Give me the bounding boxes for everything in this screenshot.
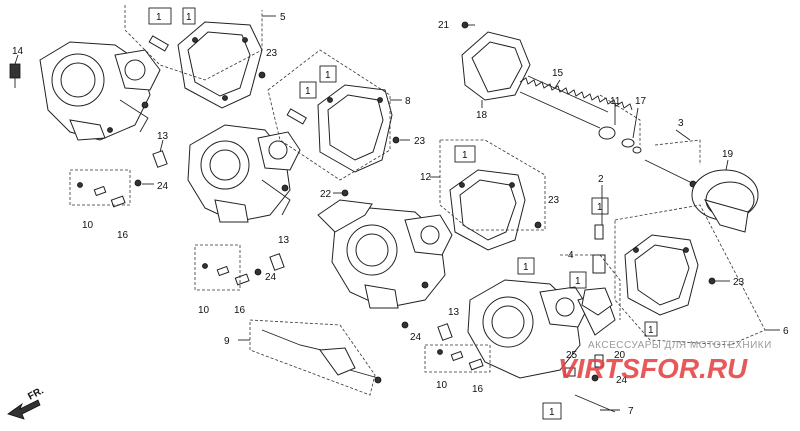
svg-text:1: 1 [156, 12, 162, 23]
front-label: FR. [26, 385, 46, 402]
callout-13-a: 13 [157, 131, 169, 142]
callout-21: 21 [438, 20, 450, 31]
callout-5: 5 [280, 12, 286, 23]
callout-18: 18 [476, 110, 488, 121]
callout-23-a: 23 [266, 48, 278, 59]
callout-11: 11 [610, 96, 621, 107]
jet-needle [644, 159, 697, 188]
callout-6: 6 [783, 326, 789, 337]
vacuum-chamber-cover [461, 31, 531, 101]
boxed-1-g: 1 [591, 197, 609, 215]
float-chamber-2 [286, 84, 393, 173]
callout-labels: 5 14 23 8 23 13 24 10 16 22 13 24 10 16 … [12, 12, 789, 417]
callout-17: 17 [635, 96, 647, 107]
boxed-1-i: 1 [542, 402, 562, 420]
watermark-tagline: АКСЕССУАРЫ ДЛЯ МОТОТЕХНИКИ [588, 340, 772, 351]
svg-text:1: 1 [186, 12, 192, 23]
callout-24-c: 24 [410, 332, 422, 343]
callout-4: 4 [568, 250, 574, 261]
boxed-markers: 1 1 1 1 1 1 1 1 [148, 7, 658, 420]
watermark-logo: VIRTSFOR.RU [558, 353, 748, 384]
carburetor-body-2 [187, 124, 301, 223]
group-outlines [69, 5, 766, 396]
callout-9: 9 [224, 336, 230, 347]
svg-text:1: 1 [305, 86, 311, 97]
boxed-1-d: 1 [319, 65, 337, 83]
callout-10-c: 10 [436, 380, 448, 391]
callout-15: 15 [552, 68, 564, 79]
svg-text:1: 1 [648, 325, 654, 336]
callout-16-a: 16 [117, 230, 129, 241]
boxed-1-c: 1 [299, 81, 317, 99]
boxed-1-e: 1 [454, 145, 476, 163]
callout-16-b: 16 [234, 305, 246, 316]
callout-22: 22 [320, 189, 332, 200]
svg-text:1: 1 [325, 70, 331, 81]
svg-text:1: 1 [549, 407, 555, 418]
callout-20: 20 [614, 350, 626, 361]
callout-3-label: 3 [678, 118, 684, 129]
callout-10-b: 10 [198, 305, 210, 316]
callout-7: 7 [628, 406, 634, 417]
callout-13-c: 13 [448, 307, 460, 318]
callout-19: 19 [722, 149, 734, 160]
small-parts [9, 21, 716, 413]
spring-seat [598, 126, 642, 154]
callout-24-d: 24 [616, 375, 628, 386]
callout-23-c: 23 [548, 195, 560, 206]
leader-lines [14, 15, 780, 411]
float-chamber-1 [148, 21, 263, 109]
float-chamber-3 [449, 169, 526, 251]
svg-text:1: 1 [523, 262, 529, 273]
svg-text:1: 1 [462, 150, 468, 161]
svg-text:1: 1 [597, 202, 603, 213]
callout-25: 25 [566, 350, 578, 361]
carburetor-body-1 [39, 41, 161, 141]
callout-14: 14 [12, 46, 24, 57]
front-direction-arrow: FR. [7, 385, 46, 420]
callout-13-b: 13 [278, 235, 290, 246]
boxed-1-h: 1 [569, 271, 587, 289]
callout-24-b: 24 [265, 272, 277, 283]
svg-text:1: 1 [575, 276, 581, 287]
float-chamber-4 [624, 234, 699, 316]
callout-8: 8 [405, 96, 411, 107]
callout-12: 12 [420, 172, 432, 183]
diaphragm-piston [691, 169, 759, 233]
boxed-1-b: 1 [182, 7, 196, 25]
callout-23-d: 23 [733, 277, 745, 288]
callout-16-c: 16 [472, 384, 484, 395]
callout-23-b: 23 [414, 136, 426, 147]
callout-2: 2 [598, 174, 604, 185]
boxed-1-j: 1 [644, 321, 658, 337]
boxed-1-f: 1 [517, 257, 535, 275]
carburetor-body-3 [317, 199, 453, 309]
vacuum-spring [519, 75, 633, 129]
boxed-1-a: 1 [148, 7, 172, 25]
callout-24-a: 24 [157, 181, 169, 192]
watermark: АКСЕССУАРЫ ДЛЯ МОТОТЕХНИКИ VIRTSFOR.RU [558, 340, 772, 384]
callout-10-a: 10 [82, 220, 94, 231]
